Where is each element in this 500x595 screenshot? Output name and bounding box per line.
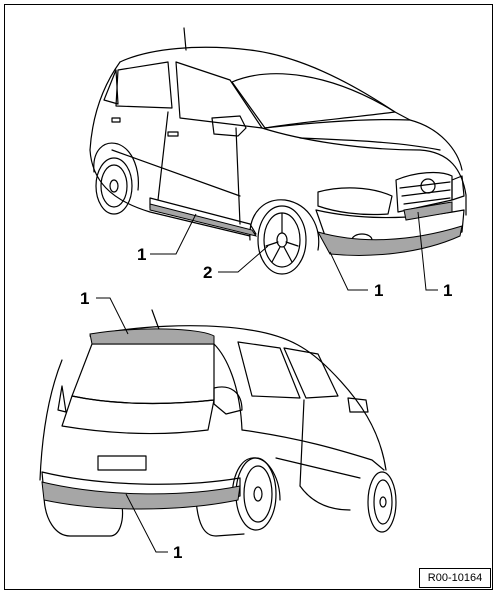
rear-bumper-highlight bbox=[41, 481, 241, 510]
callout-front-wheel: 2 bbox=[203, 263, 213, 282]
front-grille-lower-highlight bbox=[403, 201, 453, 221]
front-bumper-lower-highlight bbox=[316, 225, 463, 256]
callout-front-sill: 1 bbox=[137, 245, 147, 264]
callout-rear-spoiler: 1 bbox=[80, 289, 90, 308]
front-sill-highlight bbox=[149, 203, 258, 237]
callout-rear-bumper: 1 bbox=[173, 543, 183, 562]
rear-spoiler-highlight bbox=[89, 328, 215, 345]
callout-front-bumper-lower: 1 bbox=[374, 281, 384, 300]
figure-reference-code: R00-10164 bbox=[419, 568, 491, 588]
callout-front-grille: 1 bbox=[443, 281, 453, 300]
